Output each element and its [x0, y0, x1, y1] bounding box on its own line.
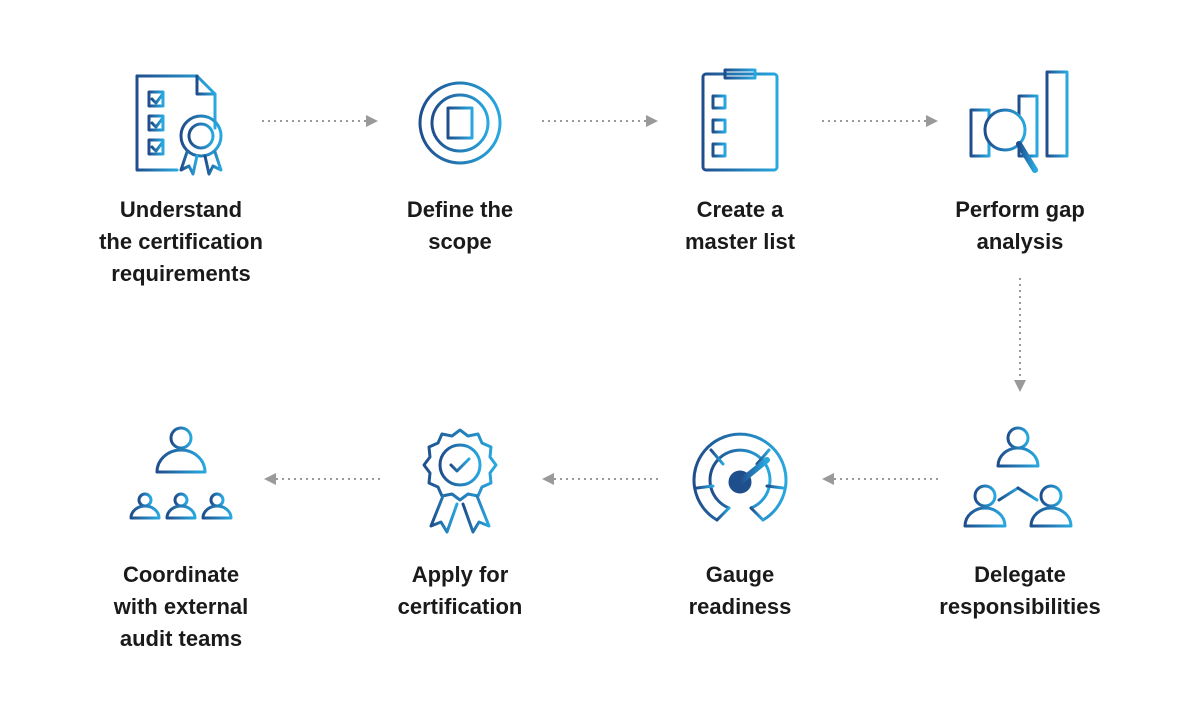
bar-chart-magnifier-icon — [955, 58, 1085, 188]
clipboard-list-icon — [675, 58, 805, 188]
arrow-right-icon — [262, 114, 382, 133]
team-delegation-icon — [955, 418, 1085, 548]
checklist-certificate-icon — [115, 58, 245, 188]
arrow-left-icon — [820, 472, 940, 491]
step-label: Delegate responsibilities — [939, 562, 1101, 619]
step-label: Perform gap analysis — [955, 197, 1085, 254]
step-label: Apply for certification — [397, 562, 523, 619]
arrow-left-icon — [262, 472, 382, 491]
step-label: Create a master list — [684, 197, 796, 254]
target-document-icon — [395, 58, 525, 188]
step-label: Coordinate with external audit teams — [113, 562, 249, 651]
arrow-right-icon — [542, 114, 662, 133]
org-chart-icon — [115, 418, 245, 548]
gauge-icon — [675, 418, 805, 548]
step-label: Define the scope — [406, 197, 514, 254]
award-badge-icon — [395, 418, 525, 548]
arrow-down-icon — [1013, 278, 1027, 401]
arrow-left-icon — [540, 472, 660, 491]
step-label: Gauge readiness — [688, 562, 792, 619]
step-label: Understand the certification requirement… — [99, 197, 263, 286]
arrow-right-icon — [822, 114, 942, 133]
